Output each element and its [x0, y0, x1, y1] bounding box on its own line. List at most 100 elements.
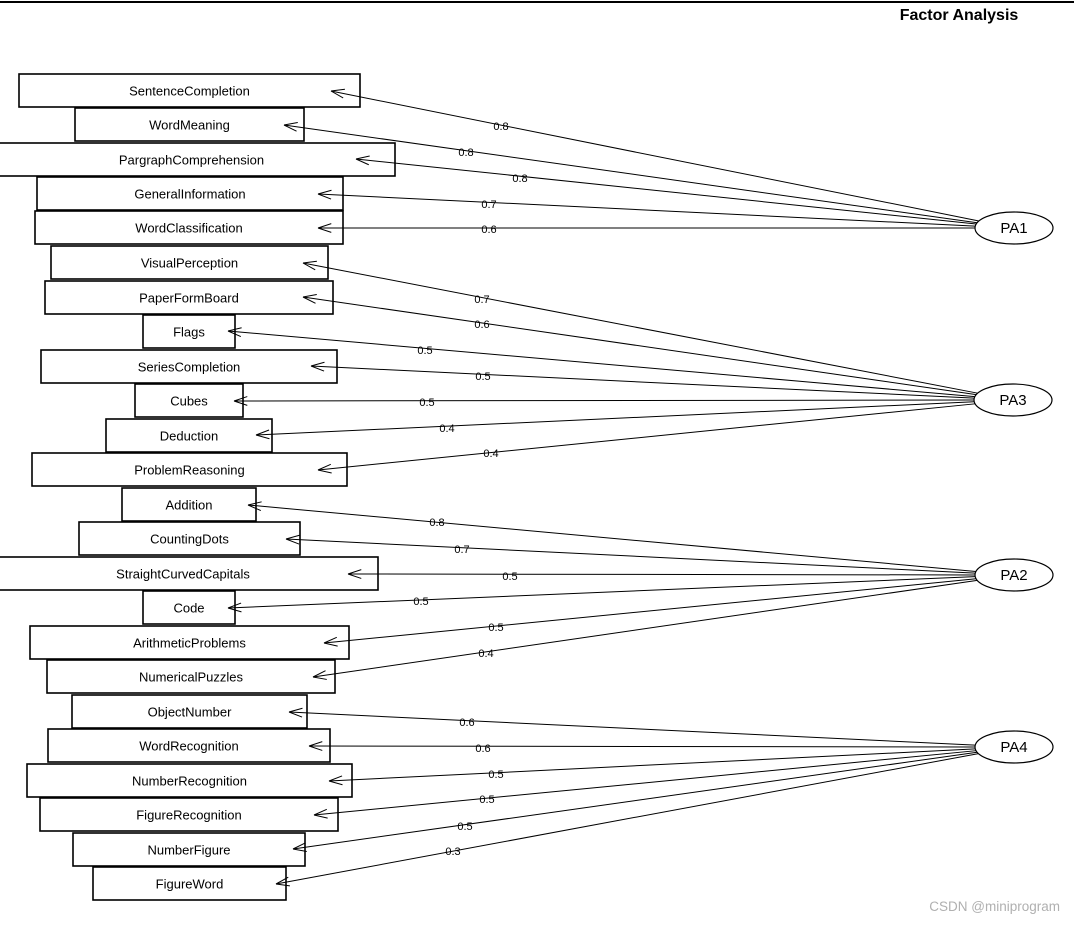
- variable-box: [46, 659, 336, 694]
- loading-label: 0.7: [474, 294, 489, 306]
- loading-label: 0.5: [457, 821, 472, 833]
- variable-box: [50, 245, 329, 280]
- variable-label: ArithmeticProblems: [133, 635, 246, 650]
- edge-line: [302, 296, 977, 396]
- variable-label: NumberFigure: [147, 842, 230, 857]
- edge-arrowhead: [227, 330, 242, 338]
- variable-box: [71, 694, 308, 729]
- variable-label: Addition: [166, 497, 213, 512]
- loading-label: 0.5: [502, 571, 517, 583]
- edge-arrowhead: [255, 429, 270, 436]
- variable-label: Code: [173, 600, 204, 615]
- loading-label: 0.6: [474, 319, 489, 331]
- edge-line: [310, 365, 975, 399]
- edge-arrowhead: [227, 327, 242, 332]
- loading-label: 0.6: [459, 717, 474, 729]
- factor-label: PA4: [1000, 739, 1027, 756]
- variable-box: [142, 314, 236, 349]
- edge-line: [247, 504, 976, 573]
- variable-label: ObjectNumber: [148, 704, 232, 719]
- variable-label: SeriesCompletion: [138, 359, 241, 374]
- edge-arrowhead: [317, 227, 332, 233]
- edge-arrowhead: [313, 814, 328, 819]
- variable-box: [47, 728, 331, 763]
- edge-arrowhead: [292, 848, 307, 852]
- variable-label: Cubes: [170, 393, 208, 408]
- edge-arrowhead: [347, 573, 362, 579]
- edge-arrowhead: [312, 670, 326, 678]
- factor-label: PA1: [1000, 220, 1027, 237]
- edge-line: [227, 576, 976, 609]
- variable-label: NumberRecognition: [132, 773, 247, 788]
- variable-label: NumericalPuzzles: [139, 669, 244, 684]
- variable-box: [0, 556, 379, 591]
- edge-line: [317, 193, 976, 227]
- variable-box: [44, 280, 334, 315]
- edge-line: [275, 753, 979, 885]
- loading-label: 0.4: [478, 648, 493, 660]
- loading-label: 0.4: [483, 448, 498, 460]
- edge-arrowhead: [310, 361, 325, 367]
- variable-label: PaperFormBoard: [139, 290, 239, 305]
- variable-box: [0, 142, 396, 177]
- edge-arrowhead: [247, 501, 262, 506]
- edge-line: [313, 750, 977, 816]
- watermark: CSDN @miniprogram: [929, 899, 1060, 914]
- loading-label: 0.5: [417, 345, 432, 357]
- edge-arrowhead: [283, 122, 298, 126]
- edge-arrowhead: [255, 434, 270, 440]
- edge-arrowhead: [233, 396, 248, 402]
- edge-arrowhead: [275, 883, 290, 887]
- variable-label: FigureWord: [156, 876, 224, 891]
- edge-arrowhead: [317, 193, 332, 200]
- loading-label: 0.5: [475, 371, 490, 383]
- variable-label: FigureRecognition: [136, 807, 242, 822]
- edge-arrowhead: [233, 400, 248, 406]
- edge-arrowhead: [328, 780, 343, 786]
- edge-arrowhead: [288, 711, 303, 718]
- variable-label: PargraphComprehension: [119, 152, 264, 167]
- variable-label: SentenceCompletion: [129, 83, 250, 98]
- edge-line: [312, 579, 978, 678]
- variable-box: [29, 625, 350, 660]
- loading-label: 0.5: [479, 794, 494, 806]
- variable-box: [39, 797, 339, 832]
- variable-label: WordMeaning: [149, 117, 230, 132]
- edge-line: [288, 711, 976, 746]
- edge-line: [330, 90, 980, 222]
- edge-arrowhead: [312, 676, 327, 680]
- edge-arrowhead: [317, 469, 332, 474]
- edge-arrowhead: [323, 636, 337, 644]
- edge-arrowhead: [308, 745, 323, 751]
- edge-line: [355, 158, 977, 225]
- edge-arrowhead: [330, 88, 345, 92]
- loading-label: 0.7: [454, 544, 469, 556]
- edge-line: [302, 262, 978, 394]
- variable-box: [26, 763, 353, 798]
- variable-box: [31, 452, 348, 487]
- variable-box: [78, 521, 301, 556]
- loading-label: 0.8: [512, 173, 527, 185]
- loading-label: 0.5: [419, 397, 434, 409]
- edge-arrowhead: [247, 504, 262, 512]
- variable-box: [36, 176, 344, 211]
- edge-line: [233, 399, 975, 402]
- factor-label: PA2: [1000, 567, 1027, 584]
- edge-arrowhead: [302, 296, 316, 304]
- edge-arrowhead: [288, 707, 303, 713]
- variable-box: [40, 349, 338, 384]
- loading-label: 0.5: [413, 596, 428, 608]
- edge-arrowhead: [328, 775, 343, 782]
- edge-line: [323, 578, 977, 644]
- edge-line: [292, 751, 978, 850]
- factor-label: PA3: [999, 392, 1026, 409]
- variable-box: [105, 418, 273, 453]
- loading-label: 0.5: [488, 769, 503, 781]
- edge-arrowhead: [317, 189, 332, 195]
- variable-label: ProblemReasoning: [134, 462, 245, 477]
- loading-label: 0.7: [481, 199, 496, 211]
- loading-label: 0.4: [439, 423, 454, 435]
- page-title: Factor Analysis: [900, 7, 1019, 24]
